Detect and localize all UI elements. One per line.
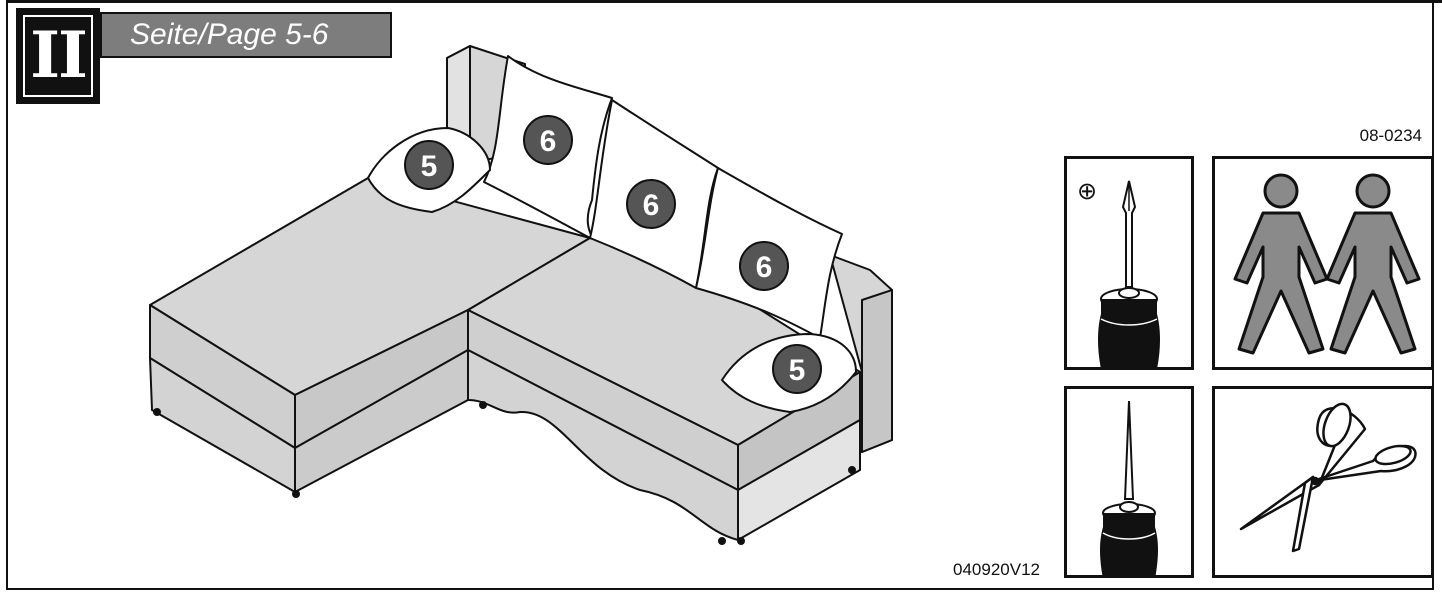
document-code: 08-0234 xyxy=(1359,126,1422,145)
part-label-6-left: 6 xyxy=(540,125,557,158)
part-label-6-middle: 6 xyxy=(643,189,660,222)
page-reference-label: Seite/Page 5-6 xyxy=(100,12,392,58)
page-reference-text: Seite/Page 5-6 xyxy=(130,18,329,51)
person-icon-left xyxy=(1263,173,1299,209)
tool-phillips-screwdriver: ⊕ xyxy=(1064,156,1194,370)
tool-awl xyxy=(1064,386,1194,578)
version-code: 040920V12 xyxy=(950,560,1043,580)
part-label-5-right: 5 xyxy=(789,354,806,387)
top-rule xyxy=(6,0,1442,3)
tool-two-persons xyxy=(1212,156,1434,370)
step-number-badge: II xyxy=(16,8,100,104)
step-numeral: II xyxy=(30,18,88,93)
part-label-5-left: 5 xyxy=(421,150,438,183)
person-icon-right xyxy=(1355,173,1391,209)
tool-scissors xyxy=(1212,386,1434,578)
corner-sofa-illustration: 5 6 6 6 5 xyxy=(149,45,893,545)
phillips-symbol-icon: ⊕ xyxy=(1077,177,1097,205)
part-label-6-right: 6 xyxy=(756,251,773,284)
